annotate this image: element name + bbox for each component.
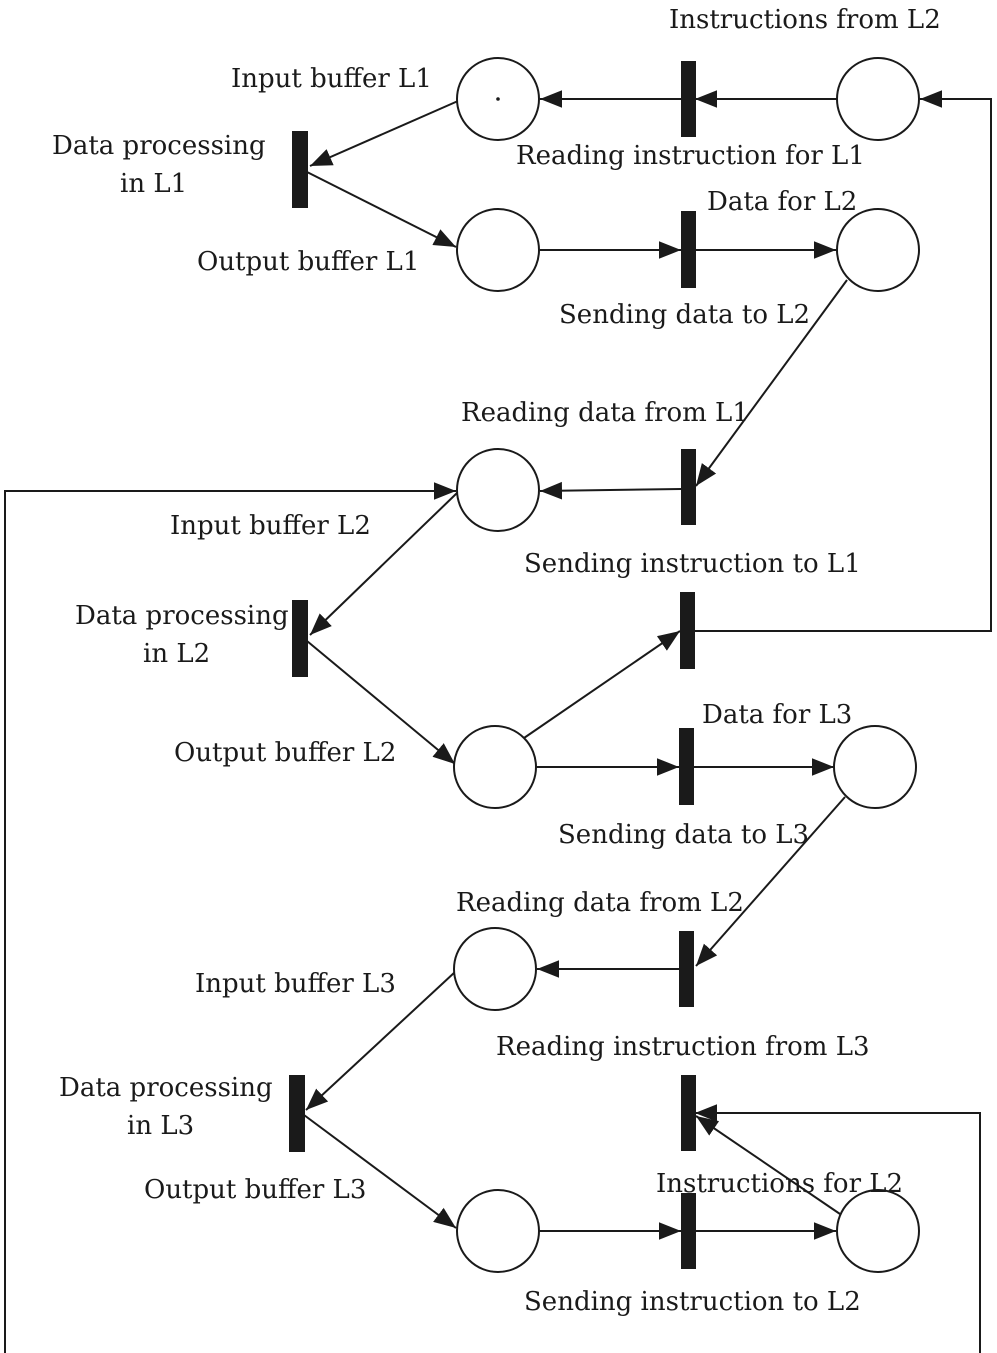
arc-input-buffer-l3-to-processing [305, 971, 456, 1111]
arc-processing-l3-to-output-buffer [303, 1114, 457, 1229]
place-data-for-l2 [836, 208, 920, 292]
label-data-processing-l1-line2: in L1 [120, 169, 187, 199]
label-sending-instruction-to-l1: Sending instruction to L1 [524, 549, 861, 579]
place-output-buffer-l2 [453, 725, 537, 809]
label-data-processing-l3-line1: Data processing [59, 1073, 273, 1103]
label-input-buffer-l1: Input buffer L1 [231, 64, 432, 94]
arc-data-for-l2-to-reading-data [695, 279, 848, 487]
label-output-buffer-l3: Output buffer L3 [144, 1175, 366, 1205]
arc-processing-l1-to-output-buffer [306, 171, 457, 248]
token-input-buffer-l1 [496, 97, 500, 101]
label-output-buffer-l1: Output buffer L1 [197, 247, 419, 277]
label-instructions-for-l2: Instructions for L2 [656, 1169, 903, 1199]
place-instructions-from-l2 [836, 57, 920, 141]
label-input-buffer-l3: Input buffer L3 [195, 969, 396, 999]
transition-data-processing-l3 [289, 1075, 305, 1152]
transition-sending-data-to-l2 [681, 211, 696, 288]
label-reading-instruction-from-l3: Reading instruction from L3 [496, 1032, 870, 1062]
place-input-buffer-l3 [453, 927, 537, 1011]
place-instructions-for-l2 [836, 1189, 920, 1273]
place-data-for-l3 [833, 725, 917, 809]
place-output-buffer-l1 [456, 208, 540, 292]
arc-input-buffer-l2-to-processing [309, 492, 458, 636]
arc-reading-data-to-input-buffer-l2 [539, 481, 682, 500]
arc-input-buffer-l1-to-processing [309, 100, 459, 167]
label-data-processing-l3-line2: in L3 [127, 1111, 194, 1141]
transition-data-processing-l2 [292, 600, 308, 677]
label-instructions-from-l2: Instructions from L2 [669, 5, 941, 35]
arc-sending-instruction-l2-to-input-buffer-l2 [695, 1104, 981, 1353]
place-output-buffer-l3 [456, 1189, 540, 1273]
transition-sending-instruction-to-l2 [681, 1193, 696, 1269]
label-reading-data-from-l2: Reading data from L2 [456, 888, 744, 918]
transition-reading-data-from-l1 [681, 449, 696, 525]
label-data-processing-l1-line1: Data processing [52, 131, 266, 161]
label-reading-data-from-l1: Reading data from L1 [461, 398, 749, 428]
label-output-buffer-l2: Output buffer L2 [174, 738, 396, 768]
label-data-for-l2: Data for L2 [707, 187, 857, 217]
arc-output-buffer-l2-to-sending-instruction [523, 630, 681, 739]
transition-sending-instruction-to-l1 [680, 592, 695, 669]
arc-sending-instruction-to-instructions-from-l2 [695, 90, 992, 632]
transition-reading-instruction-for-l1 [681, 61, 696, 137]
label-data-processing-l2-line2: in L2 [143, 639, 210, 669]
transition-sending-data-to-l3 [679, 728, 694, 805]
label-reading-instruction-for-l1: Reading instruction for L1 [516, 141, 865, 171]
label-data-processing-l2-line1: Data processing [75, 601, 289, 631]
label-sending-data-to-l2: Sending data to L2 [559, 300, 810, 330]
label-sending-data-to-l3: Sending data to L3 [558, 820, 809, 850]
transition-data-processing-l1 [292, 131, 308, 208]
arc-data-for-l3-to-reading-data [695, 796, 846, 967]
label-input-buffer-l2: Input buffer L2 [170, 511, 371, 541]
label-sending-instruction-to-l2: Sending instruction to L2 [524, 1287, 861, 1317]
place-input-buffer-l2 [456, 448, 540, 532]
label-data-for-l3: Data for L3 [702, 700, 852, 730]
arc-processing-l2-to-output-buffer [306, 640, 456, 765]
arc-feedback-to-input-buffer-l2 [4, 482, 456, 1353]
transition-reading-data-from-l2 [679, 931, 694, 1007]
transition-reading-instruction-from-l3 [681, 1075, 696, 1151]
arc-instructions-for-l2-to-reading-instruction [695, 1115, 841, 1215]
